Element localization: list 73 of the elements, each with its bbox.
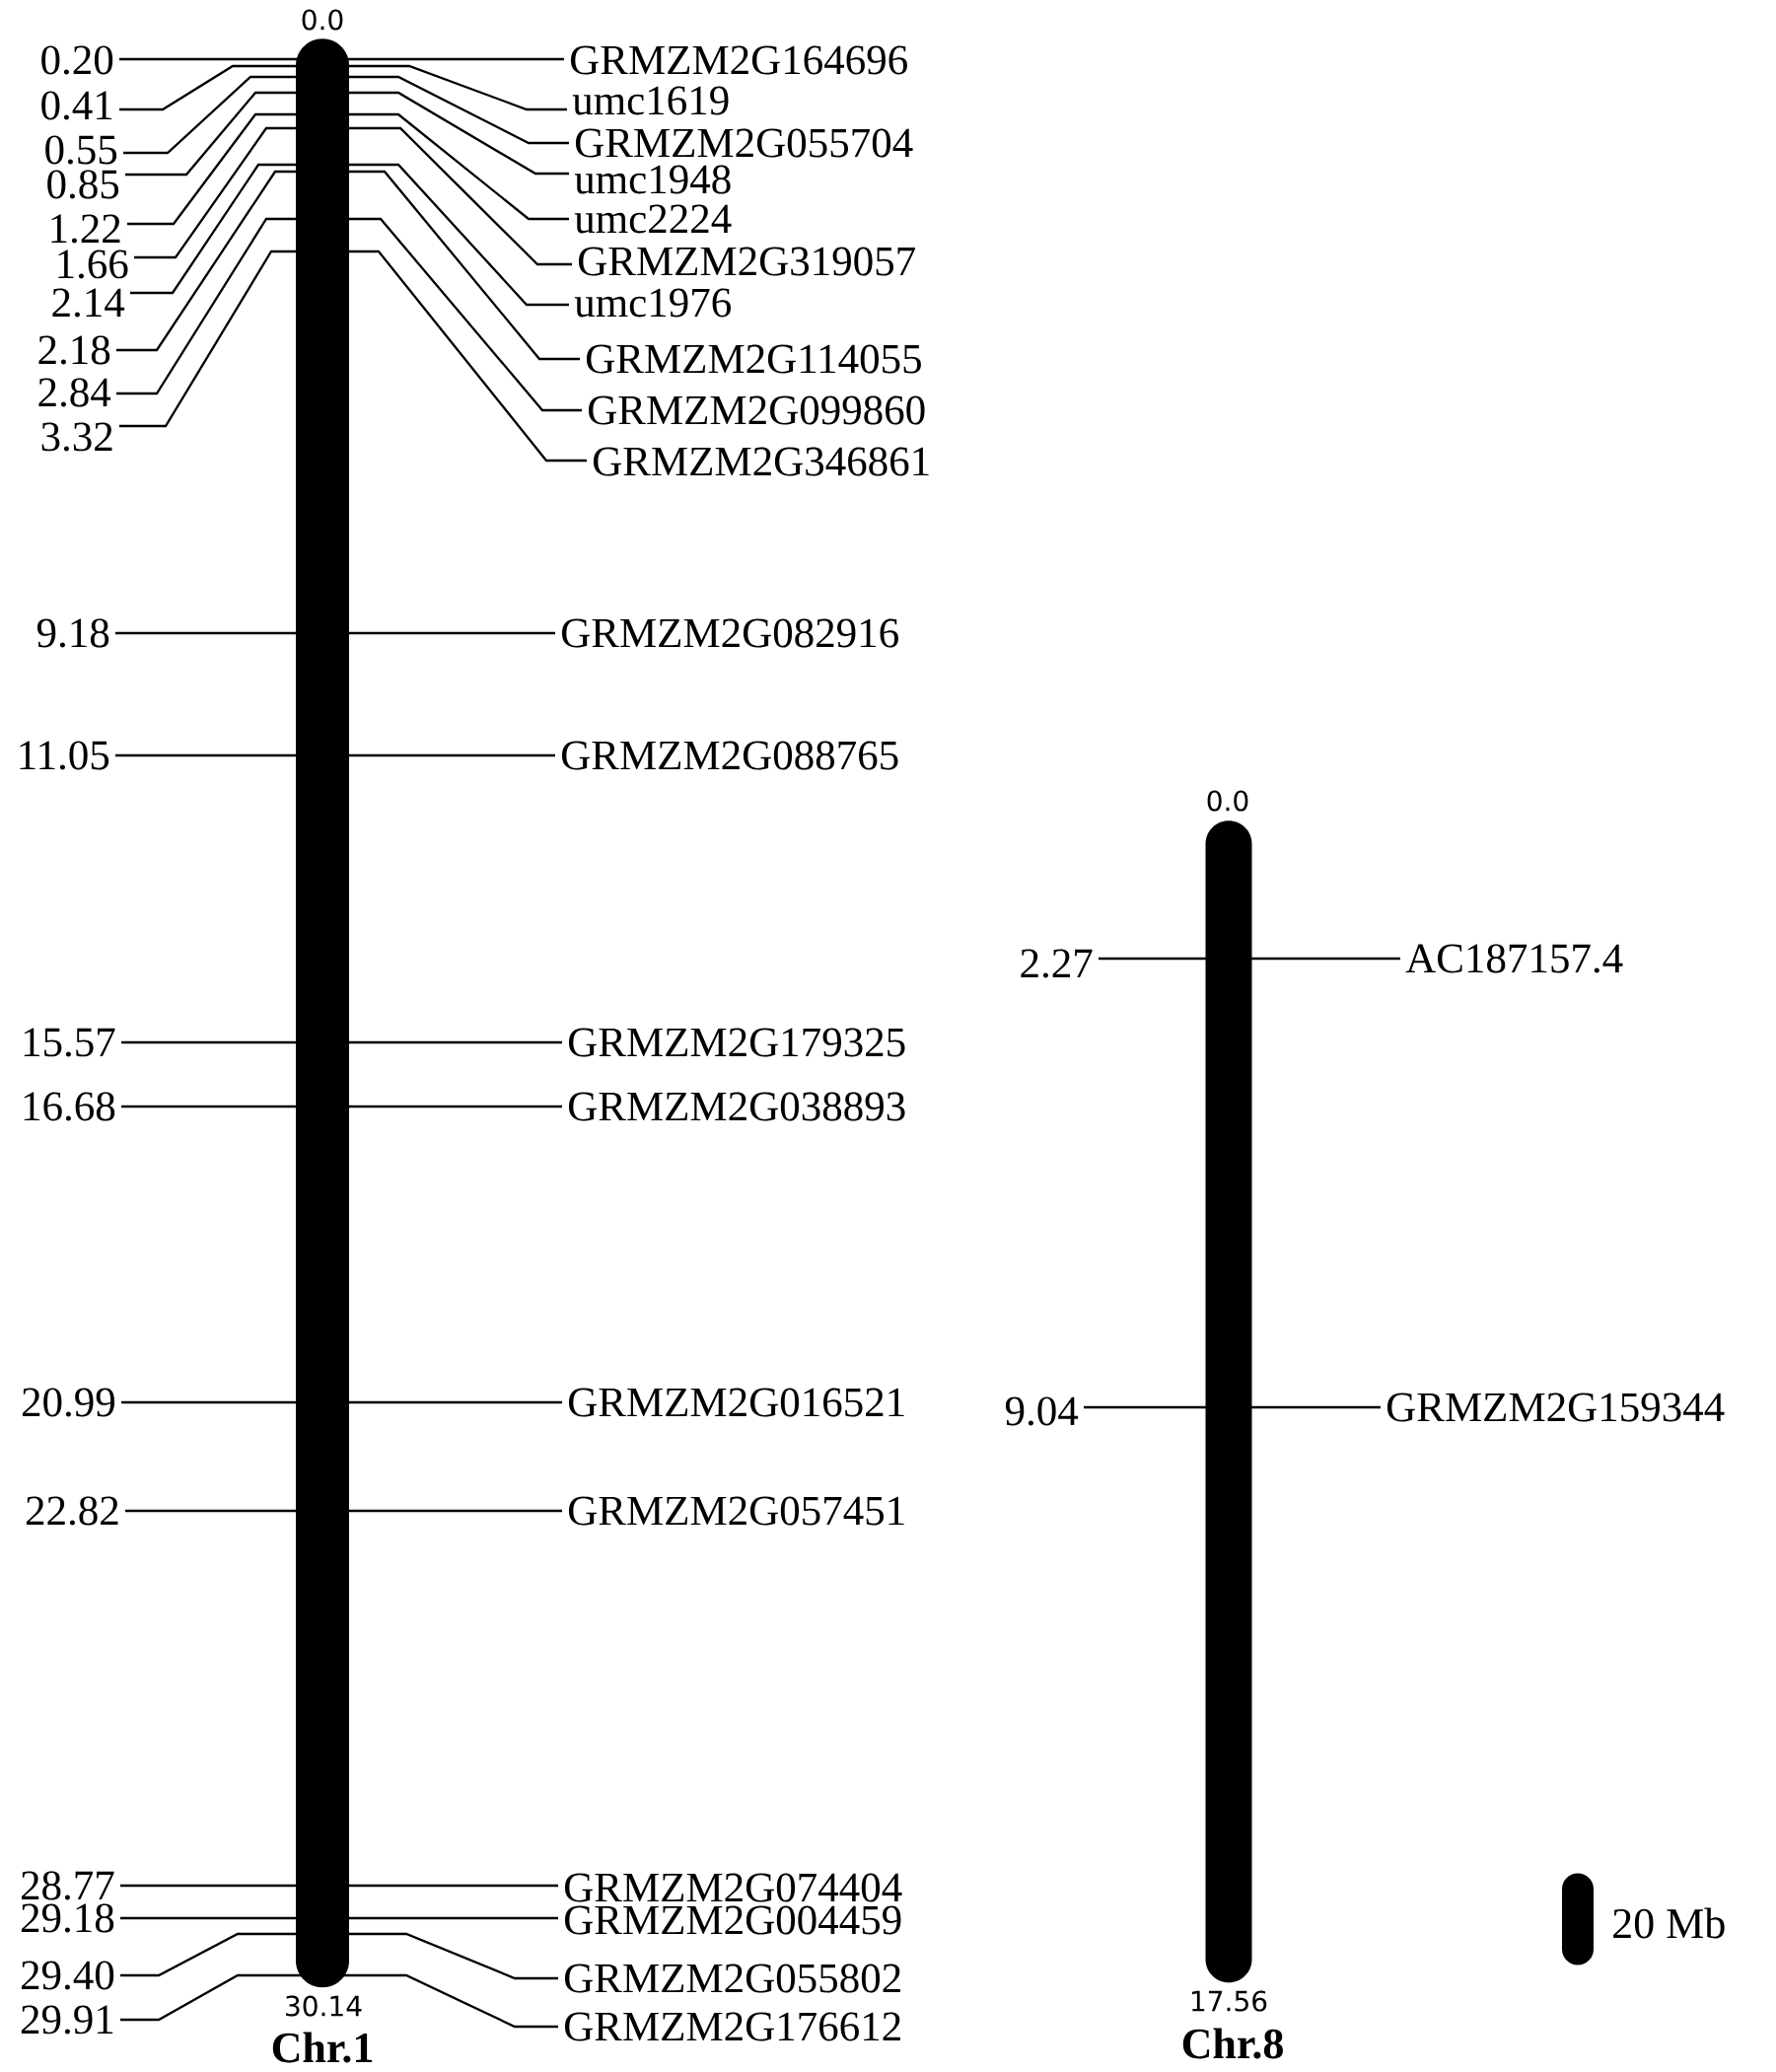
leader-line [125, 91, 569, 177]
position-label: 0.20 [41, 45, 113, 75]
marker-label: GRMZM2G176612 [564, 2012, 900, 2041]
position-label: 29.91 [21, 2005, 113, 2035]
leader-line [1084, 1405, 1381, 1409]
position-label: 11.05 [20, 741, 109, 770]
leader-line [121, 1400, 562, 1404]
position-label: 2.84 [38, 378, 111, 407]
position-label: 0.55 [45, 135, 117, 165]
leader-line [115, 631, 555, 635]
leader-line [116, 217, 582, 412]
leader-line [115, 753, 555, 757]
chromosome-label: Chr.1 [272, 2032, 373, 2063]
leader-line [134, 126, 572, 266]
marker-label: GRMZM2G164696 [570, 45, 907, 75]
position-label: 0.0 [1207, 790, 1248, 812]
position-label: 1.22 [51, 214, 120, 244]
marker-label: GRMZM2G055802 [564, 1964, 900, 1993]
leader-line [123, 75, 569, 155]
position-label: 22.82 [26, 1496, 118, 1526]
marker-label: umc1619 [572, 86, 729, 115]
scale-label: 20 Mb [1613, 1907, 1725, 1939]
marker-label: GRMZM2G057451 [568, 1496, 904, 1526]
position-label: 29.40 [21, 1961, 114, 1990]
leader-line [120, 1973, 558, 2029]
position-label: 0.41 [41, 91, 112, 120]
marker-label: umc1976 [574, 288, 731, 318]
leader-line [119, 64, 567, 111]
leader-line [130, 163, 569, 307]
position-label: 2.18 [38, 335, 110, 365]
position-label: 28.77 [21, 1871, 114, 1900]
marker-label: GRMZM2G319057 [578, 247, 915, 276]
position-label: 20.99 [22, 1388, 115, 1417]
leader-line [121, 1105, 562, 1108]
position-label: 3.32 [41, 422, 112, 452]
marker-label: umc2224 [574, 204, 732, 234]
leader-line [120, 1884, 558, 1888]
position-label: 1.66 [58, 250, 128, 279]
position-label: 17.56 [1192, 1990, 1267, 2012]
position-label: 0.0 [302, 9, 343, 31]
position-label: 2.14 [52, 288, 125, 318]
position-label: 29.18 [21, 1903, 114, 1933]
marker-label: GRMZM2G159344 [1386, 1393, 1725, 1422]
leader-line [119, 250, 587, 463]
marker-label: GRMZM2G088765 [561, 741, 898, 770]
marker-label: GRMZM2G038893 [568, 1092, 905, 1121]
leader-line [125, 1509, 562, 1513]
marker-label: umc1948 [574, 165, 731, 194]
marker-label: GRMZM2G099860 [588, 395, 925, 425]
marker-label: AC187157.4 [1405, 944, 1623, 973]
marker-label: GRMZM2G016521 [568, 1388, 904, 1417]
position-label: 9.18 [36, 618, 109, 648]
marker-label: GRMZM2G074404 [564, 1873, 902, 1902]
leader-line [1099, 957, 1400, 961]
leader-line [116, 170, 580, 361]
chromosome-label: Chr.8 [1182, 2028, 1283, 2059]
position-label: 2.27 [1021, 949, 1093, 978]
position-label: 0.85 [47, 170, 119, 199]
marker-label: GRMZM2G055704 [575, 128, 913, 158]
position-label: 16.68 [24, 1092, 115, 1121]
leader-line [120, 1916, 558, 1920]
position-label: 15.57 [24, 1028, 115, 1057]
leader-line [121, 1040, 562, 1044]
marker-label: GRMZM2G082916 [561, 618, 898, 648]
position-label: 30.14 [286, 1995, 362, 2017]
marker-label: GRMZM2G114055 [586, 344, 921, 374]
leader-line [127, 112, 569, 226]
marker-label: GRMZM2G179325 [568, 1028, 905, 1057]
position-label: 9.04 [1005, 1396, 1079, 1426]
leader-line [120, 1932, 558, 1980]
marker-label: GRMZM2G346861 [593, 447, 929, 476]
marker-label: GRMZM2G004459 [564, 1905, 901, 1935]
leader-line [119, 57, 564, 61]
